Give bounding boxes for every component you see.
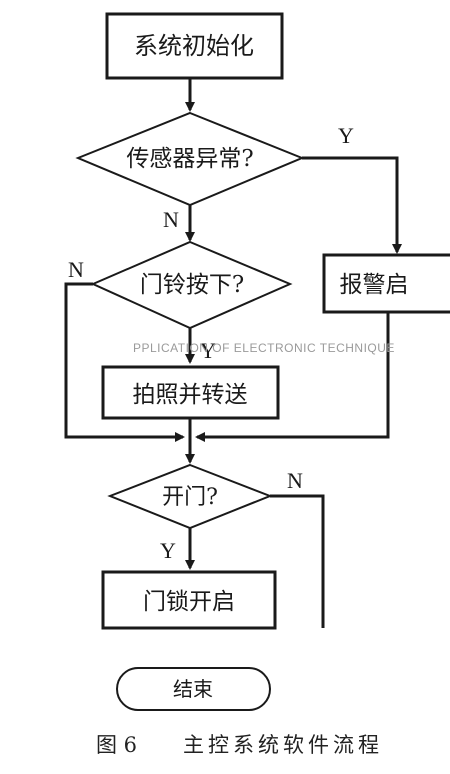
edge-alarm-merge	[195, 312, 390, 442]
open-label: 开门?	[162, 485, 218, 510]
sensor-decision	[75, 111, 305, 207]
connectors	[64, 78, 402, 628]
doorbell-no-label: N	[68, 257, 84, 282]
edge-sensor-alarm	[302, 156, 402, 254]
photo-label: 拍照并转送	[133, 382, 248, 408]
open-decision	[107, 463, 273, 530]
edge-doorbell-no	[64, 282, 185, 442]
caption-figure: 图 6	[96, 733, 137, 757]
open-yes-label: Y	[160, 538, 176, 563]
open-no-label: N	[287, 468, 303, 493]
sensor-no-label: N	[163, 207, 179, 232]
init-box	[105, 12, 284, 80]
sensor-yes-label: Y	[338, 123, 354, 148]
sensor-label: 传感器异常?	[126, 146, 253, 172]
doorbell-label: 门铃按下?	[140, 272, 244, 298]
photo-box	[101, 365, 280, 420]
alarm-box	[322, 253, 450, 314]
unlock-label: 门锁开启	[143, 589, 235, 615]
unlock-box	[101, 570, 277, 630]
edge-open-no	[270, 494, 325, 628]
doorbell-yes-label: Y	[200, 338, 216, 363]
end-label: 结束	[173, 677, 213, 701]
alarm-label: 报警启	[340, 272, 409, 298]
caption-title: 主控系统软件流程	[183, 733, 383, 757]
init-label: 系统初始化	[134, 32, 254, 60]
doorbell-decision	[90, 240, 293, 330]
end-terminator	[116, 667, 271, 711]
watermark-text: PPLICATION OF ELECTRONIC TECHNIQUE	[133, 341, 395, 355]
